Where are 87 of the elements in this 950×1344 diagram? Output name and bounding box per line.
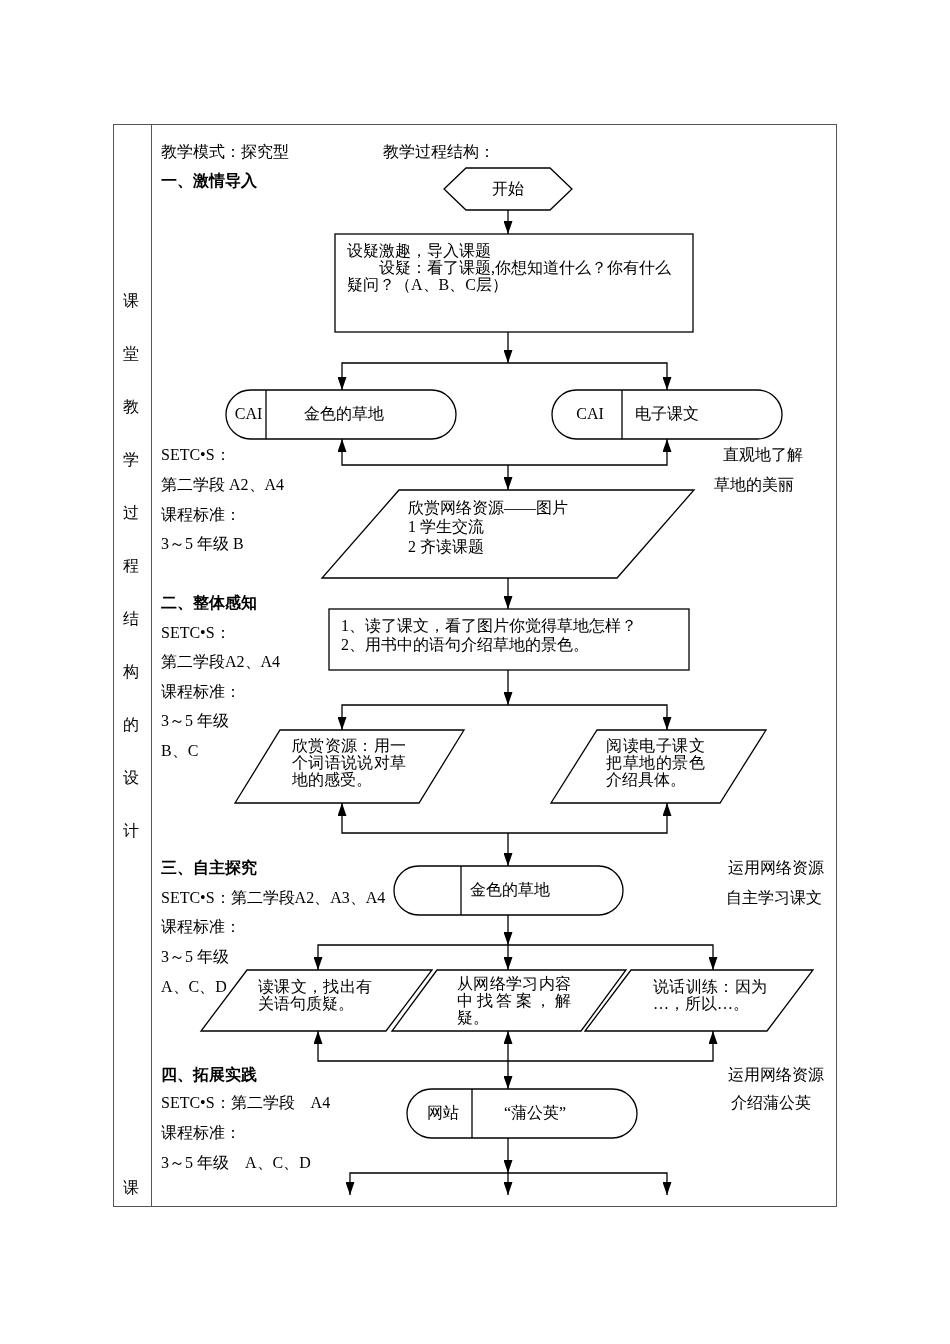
arrow xyxy=(503,1060,513,1090)
node-text: 金色的草地 xyxy=(304,404,384,424)
arrow xyxy=(503,832,513,867)
note-text: 介绍蒲公英 xyxy=(731,1093,811,1113)
arrow xyxy=(507,704,672,731)
node-text: CAI xyxy=(575,404,605,424)
arrow xyxy=(503,464,513,491)
data-parallelogram xyxy=(235,730,464,803)
arrow xyxy=(503,944,513,971)
node-text: 开始 xyxy=(491,179,525,199)
terminal-shape xyxy=(407,1089,637,1138)
node-text: 网站 xyxy=(426,1103,460,1123)
arrow xyxy=(503,1172,513,1196)
node-text: 设疑：看了课题,你想知道什么？你有什么疑问？（A、B、C层） xyxy=(347,259,672,293)
node-text: 1、读了课文，看了图片你觉得草地怎样？ xyxy=(341,616,637,635)
note-text: 课程标准： xyxy=(161,682,241,702)
note-text: 3～5 年级 B xyxy=(161,534,244,554)
node-text: 说话训练：因为…，所以…。 xyxy=(653,978,767,1012)
note-text: 运用网络资源 xyxy=(728,858,824,878)
node-text: 2 齐读课题 xyxy=(408,537,484,557)
arrow xyxy=(507,802,672,834)
arrow xyxy=(503,914,513,946)
section-heading: 二、整体感知 xyxy=(161,593,257,613)
node-text: 电子课文 xyxy=(635,404,699,424)
arrow xyxy=(503,331,513,364)
terminal-shape xyxy=(552,390,782,439)
node-text: 读课文，找出有关语句质疑。 xyxy=(258,978,372,1012)
arrow xyxy=(337,438,509,466)
note-text: 教学模式：探究型 xyxy=(161,142,289,162)
note-text: 课程标准： xyxy=(161,1123,241,1143)
node-text: 1 学生交流 xyxy=(408,517,484,537)
node-text: 欣赏网络资源——图片 xyxy=(408,498,568,518)
data-parallelogram xyxy=(585,970,813,1031)
section-heading: 四、拓展实践 xyxy=(161,1065,257,1085)
note-text: 教学过程结构： xyxy=(383,142,495,162)
arrow xyxy=(507,944,718,971)
note-text: 课程标准： xyxy=(161,505,241,525)
note-text: 直观地了解 xyxy=(723,445,803,465)
arrow xyxy=(507,1030,718,1062)
note-text: 3～5 年级 xyxy=(161,711,229,731)
process-box xyxy=(329,609,689,670)
note-text: 3～5 年级 xyxy=(161,947,229,967)
node-text: 欣赏资源：用一个词语说说对草地的感受。 xyxy=(292,737,406,788)
note-text: 第二学段A2、A4 xyxy=(161,652,281,672)
note-text: A、C、D xyxy=(161,977,227,997)
note-text: SETC•S：第二学段A2、A3、A4 xyxy=(161,888,386,908)
arrow xyxy=(313,1030,509,1062)
note-text: 第二学段 A2、A4 xyxy=(161,475,285,495)
arrow xyxy=(313,944,509,971)
arrow xyxy=(503,577,513,610)
node-text: 金色的草地 xyxy=(470,880,550,900)
node-text: 阅读电子课文把草地的景色介绍具体。 xyxy=(606,737,705,788)
arrow xyxy=(337,802,509,834)
terminal-shape xyxy=(394,866,623,915)
section-heading: 一、激情导入 xyxy=(161,171,257,191)
start-hexagon xyxy=(444,168,572,210)
arrow xyxy=(337,362,509,391)
note-text: B、C xyxy=(161,741,199,761)
note-text: SETC•S： xyxy=(161,445,231,465)
arrow xyxy=(503,669,513,706)
arrow xyxy=(345,1172,509,1196)
column-heading: 课堂教学过程结构的设计 xyxy=(122,291,140,841)
node-text: 设疑激趣，导入课题 xyxy=(347,242,492,259)
column-heading: 课 xyxy=(122,1178,140,1198)
note-text: 草地的美丽 xyxy=(714,475,794,495)
arrow xyxy=(337,704,509,731)
data-parallelogram xyxy=(322,490,694,578)
node-text: “蒲公英” xyxy=(504,1103,567,1123)
node-text: 从网络学习内容中找答案，解疑。 xyxy=(457,975,571,1026)
section-heading: 三、自主探究 xyxy=(161,858,257,878)
note-text: 运用网络资源 xyxy=(728,1065,824,1085)
data-parallelogram xyxy=(551,730,766,803)
arrow xyxy=(507,438,672,466)
node-text: CAI xyxy=(233,404,264,424)
process-box xyxy=(335,234,693,332)
note-text: 课程标准： xyxy=(161,917,241,937)
arrow xyxy=(503,1137,513,1174)
terminal-shape xyxy=(226,390,456,439)
note-text: 自主学习课文 xyxy=(726,888,822,908)
arrow xyxy=(503,209,513,235)
node-text: 2、用书中的语句介绍草地的景色。 xyxy=(341,635,589,654)
note-text: 3～5 年级 A、C、D xyxy=(161,1153,311,1173)
arrow xyxy=(507,362,672,391)
arrow xyxy=(507,1172,672,1196)
note-text: SETC•S： xyxy=(161,623,231,643)
note-text: SETC•S：第二学段 A4 xyxy=(161,1093,331,1113)
arrow xyxy=(503,1030,513,1062)
